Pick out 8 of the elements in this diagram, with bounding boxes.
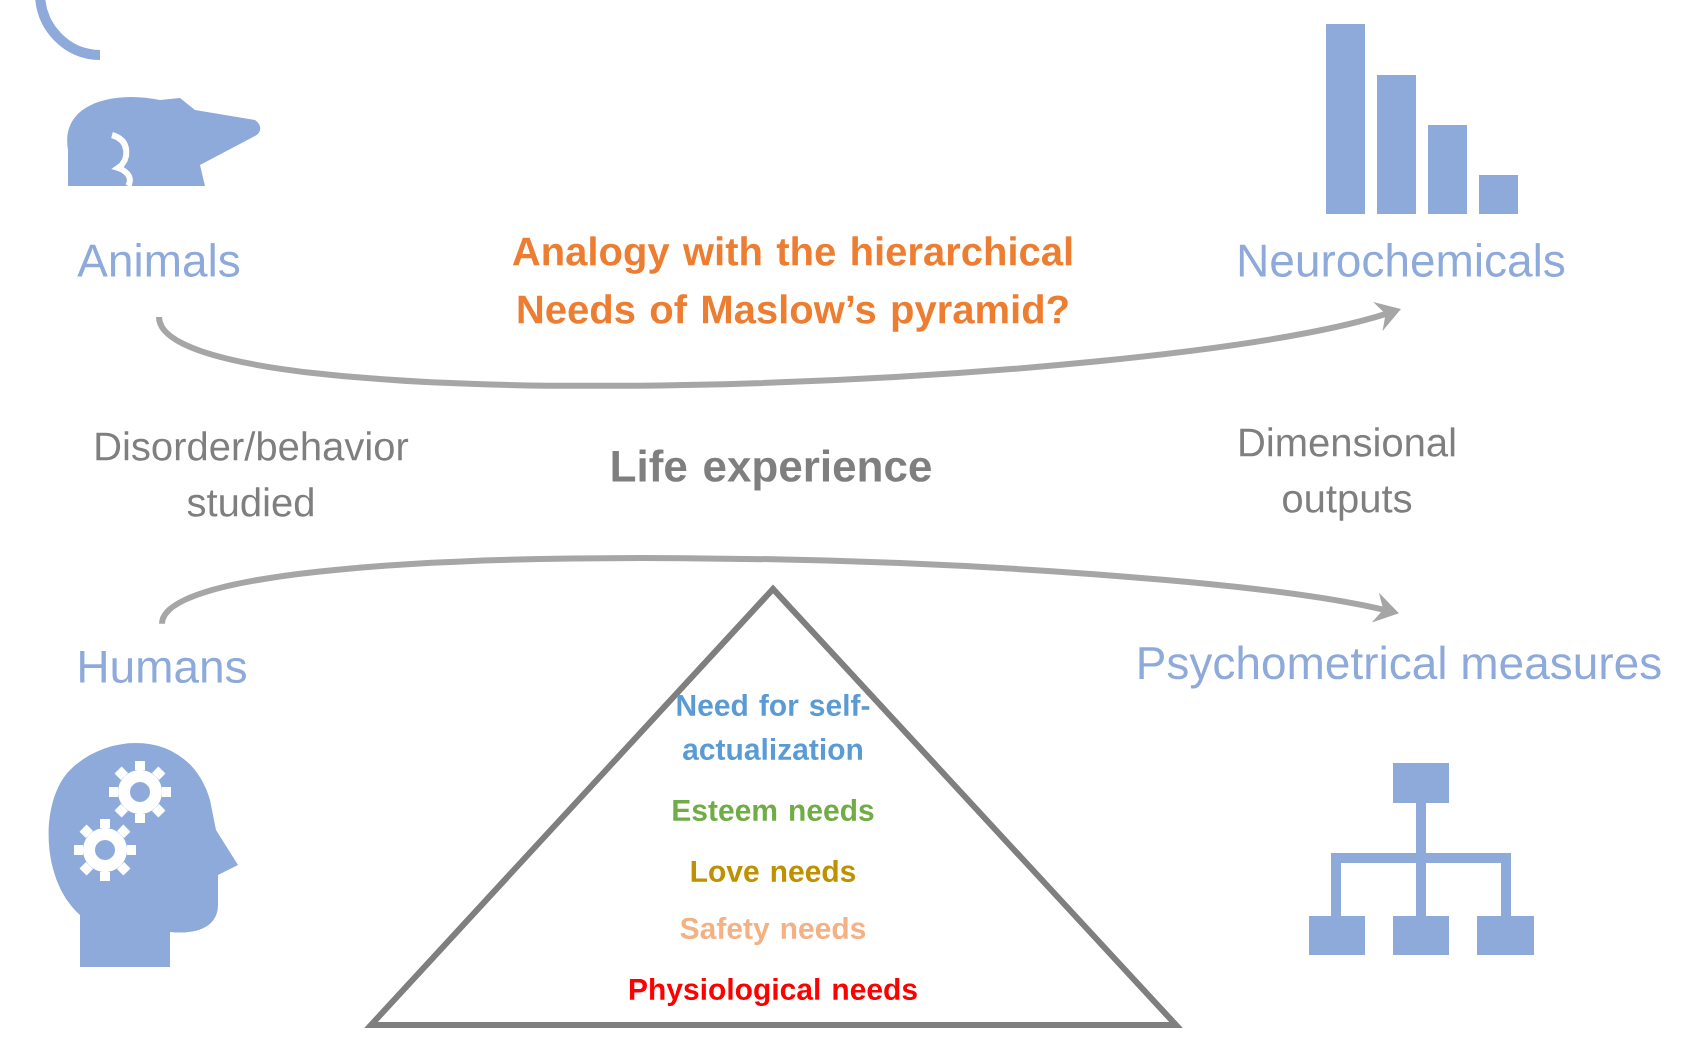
text-label: Dimensional outputs bbox=[1240, 427, 1455, 521]
category-label: Animals bbox=[77, 243, 240, 277]
text-label: Disorder/behavior studied bbox=[96, 431, 409, 517]
category-label: Neurochemicals bbox=[1239, 243, 1565, 277]
text-label: Life experience bbox=[612, 449, 931, 491]
category-label: Psychometrical measures bbox=[1139, 645, 1661, 689]
text-label: Analogy with the hierarchical Needs of Maslow’s pyramid? bbox=[512, 236, 1072, 332]
category-label: Humans bbox=[80, 650, 246, 684]
